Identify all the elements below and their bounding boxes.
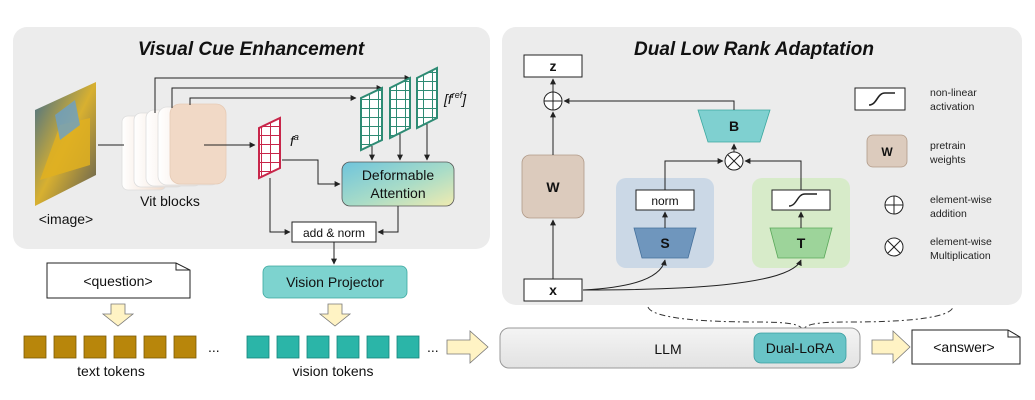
- t-label: T: [797, 235, 806, 251]
- vit-to-fref-line-2: [171, 85, 383, 108]
- input-image: [35, 82, 96, 206]
- x-to-t-curve: [582, 259, 802, 291]
- deformable-line1: Deformable: [362, 167, 435, 183]
- answer-box: [911, 329, 1021, 365]
- text-token: [23, 335, 47, 359]
- text-token: [143, 335, 167, 359]
- x-to-s-curve: [582, 259, 667, 291]
- fref-grid-2: [389, 76, 411, 140]
- vision-projector-label: Vision Projector: [286, 274, 384, 290]
- b-block: [697, 109, 771, 143]
- element-wise-addition-icon: [884, 195, 904, 215]
- fa-feature-grid: [258, 116, 281, 180]
- vit-blocks: [121, 103, 227, 191]
- legend-pretrain-line1: pretrain: [930, 140, 966, 152]
- z-output-box: [523, 54, 583, 78]
- legend-addition-line2: addition: [930, 208, 967, 220]
- text-token-row: [23, 335, 197, 359]
- vision-token-ellipsis: ...: [427, 339, 439, 355]
- llm-to-answer-arrow: [871, 330, 911, 364]
- legend-mult-line2: Multiplication: [930, 250, 991, 262]
- text-token: [83, 335, 107, 359]
- answer-box-fold: [1007, 330, 1020, 338]
- s-label: S: [660, 235, 669, 251]
- vision-projector-block: [262, 265, 408, 299]
- element-wise-multiplication-icon: [884, 237, 904, 257]
- legend-mult-line1: element-wise: [930, 236, 992, 248]
- text-token: [53, 335, 77, 359]
- activation-box: [771, 189, 831, 211]
- dual-lora-label: Dual-LoRA: [766, 340, 835, 356]
- fref-grid-3: [416, 66, 438, 130]
- llm-label: LLM: [654, 341, 681, 357]
- pretrain-weights-icon: [866, 134, 908, 168]
- fa-to-deform-arrow: [282, 159, 341, 187]
- vision-token: [246, 335, 270, 359]
- vision-tokens-label: vision tokens: [293, 363, 374, 379]
- legend: non-linear activation W pretrain weights…: [854, 87, 992, 262]
- legend-nonlinear-line2: activation: [930, 101, 975, 113]
- deformable-line2: Attention: [370, 185, 425, 201]
- vision-token: [396, 335, 420, 359]
- deform-to-addnorm-arrow: [377, 206, 399, 235]
- projector-down-arrow: [318, 303, 352, 327]
- question-label: <question>: [83, 273, 152, 289]
- dual-lora-block: [753, 332, 847, 364]
- fref-grid-1: [360, 86, 383, 152]
- b-to-add-arrow: [563, 98, 735, 110]
- fa-to-addnorm-arrow: [269, 178, 291, 235]
- addition-operator-icon: [543, 91, 563, 111]
- dual-lora-brace: [647, 306, 954, 332]
- fref-label: [fref]: [443, 90, 467, 107]
- b-label: B: [729, 118, 739, 134]
- right-panel-title: Dual Low Rank Adaptation: [634, 39, 874, 60]
- s-block: [633, 227, 697, 259]
- activation-to-mult-arrow: [744, 158, 802, 190]
- norm-label: norm: [651, 194, 678, 208]
- w-label: W: [546, 179, 560, 195]
- legend-pretrain-line2: weights: [929, 154, 966, 166]
- t-block: [769, 227, 833, 259]
- vision-token-row: [246, 335, 420, 359]
- legend-nonlinear-box: [854, 87, 906, 111]
- multiplication-operator-icon: [724, 151, 744, 171]
- fa-label: fa: [290, 132, 299, 149]
- nonlinear-activation-icon: [868, 92, 895, 106]
- text-tokens-label: text tokens: [77, 363, 145, 379]
- vit-blocks-label: Vit blocks: [140, 193, 200, 209]
- add-norm-label: add & norm: [303, 226, 365, 240]
- answer-label: <answer>: [933, 339, 994, 355]
- x-label: x: [549, 282, 557, 298]
- vision-token: [306, 335, 330, 359]
- image-label: <image>: [39, 211, 93, 227]
- sigmoid-icon: [788, 193, 817, 207]
- vision-token: [366, 335, 390, 359]
- legend-addition-line1: element-wise: [930, 194, 992, 206]
- question-box-fold: [175, 263, 190, 271]
- legend-w-glyph: W: [881, 145, 893, 159]
- vit-to-fref-line-1: [154, 75, 411, 113]
- vision-token: [336, 335, 360, 359]
- left-panel-title: Visual Cue Enhancement: [138, 39, 365, 60]
- question-box: [46, 262, 191, 299]
- text-token: [113, 335, 137, 359]
- question-down-arrow: [101, 303, 135, 327]
- text-token-ellipsis: ...: [208, 339, 220, 355]
- text-token: [173, 335, 197, 359]
- legend-nonlinear-line1: non-linear: [930, 87, 977, 99]
- vision-token: [276, 335, 300, 359]
- tokens-to-llm-arrow: [446, 330, 489, 364]
- vit-to-fref-line-3: [189, 95, 357, 105]
- norm-to-mult-arrow: [664, 158, 724, 190]
- z-label: z: [550, 58, 557, 74]
